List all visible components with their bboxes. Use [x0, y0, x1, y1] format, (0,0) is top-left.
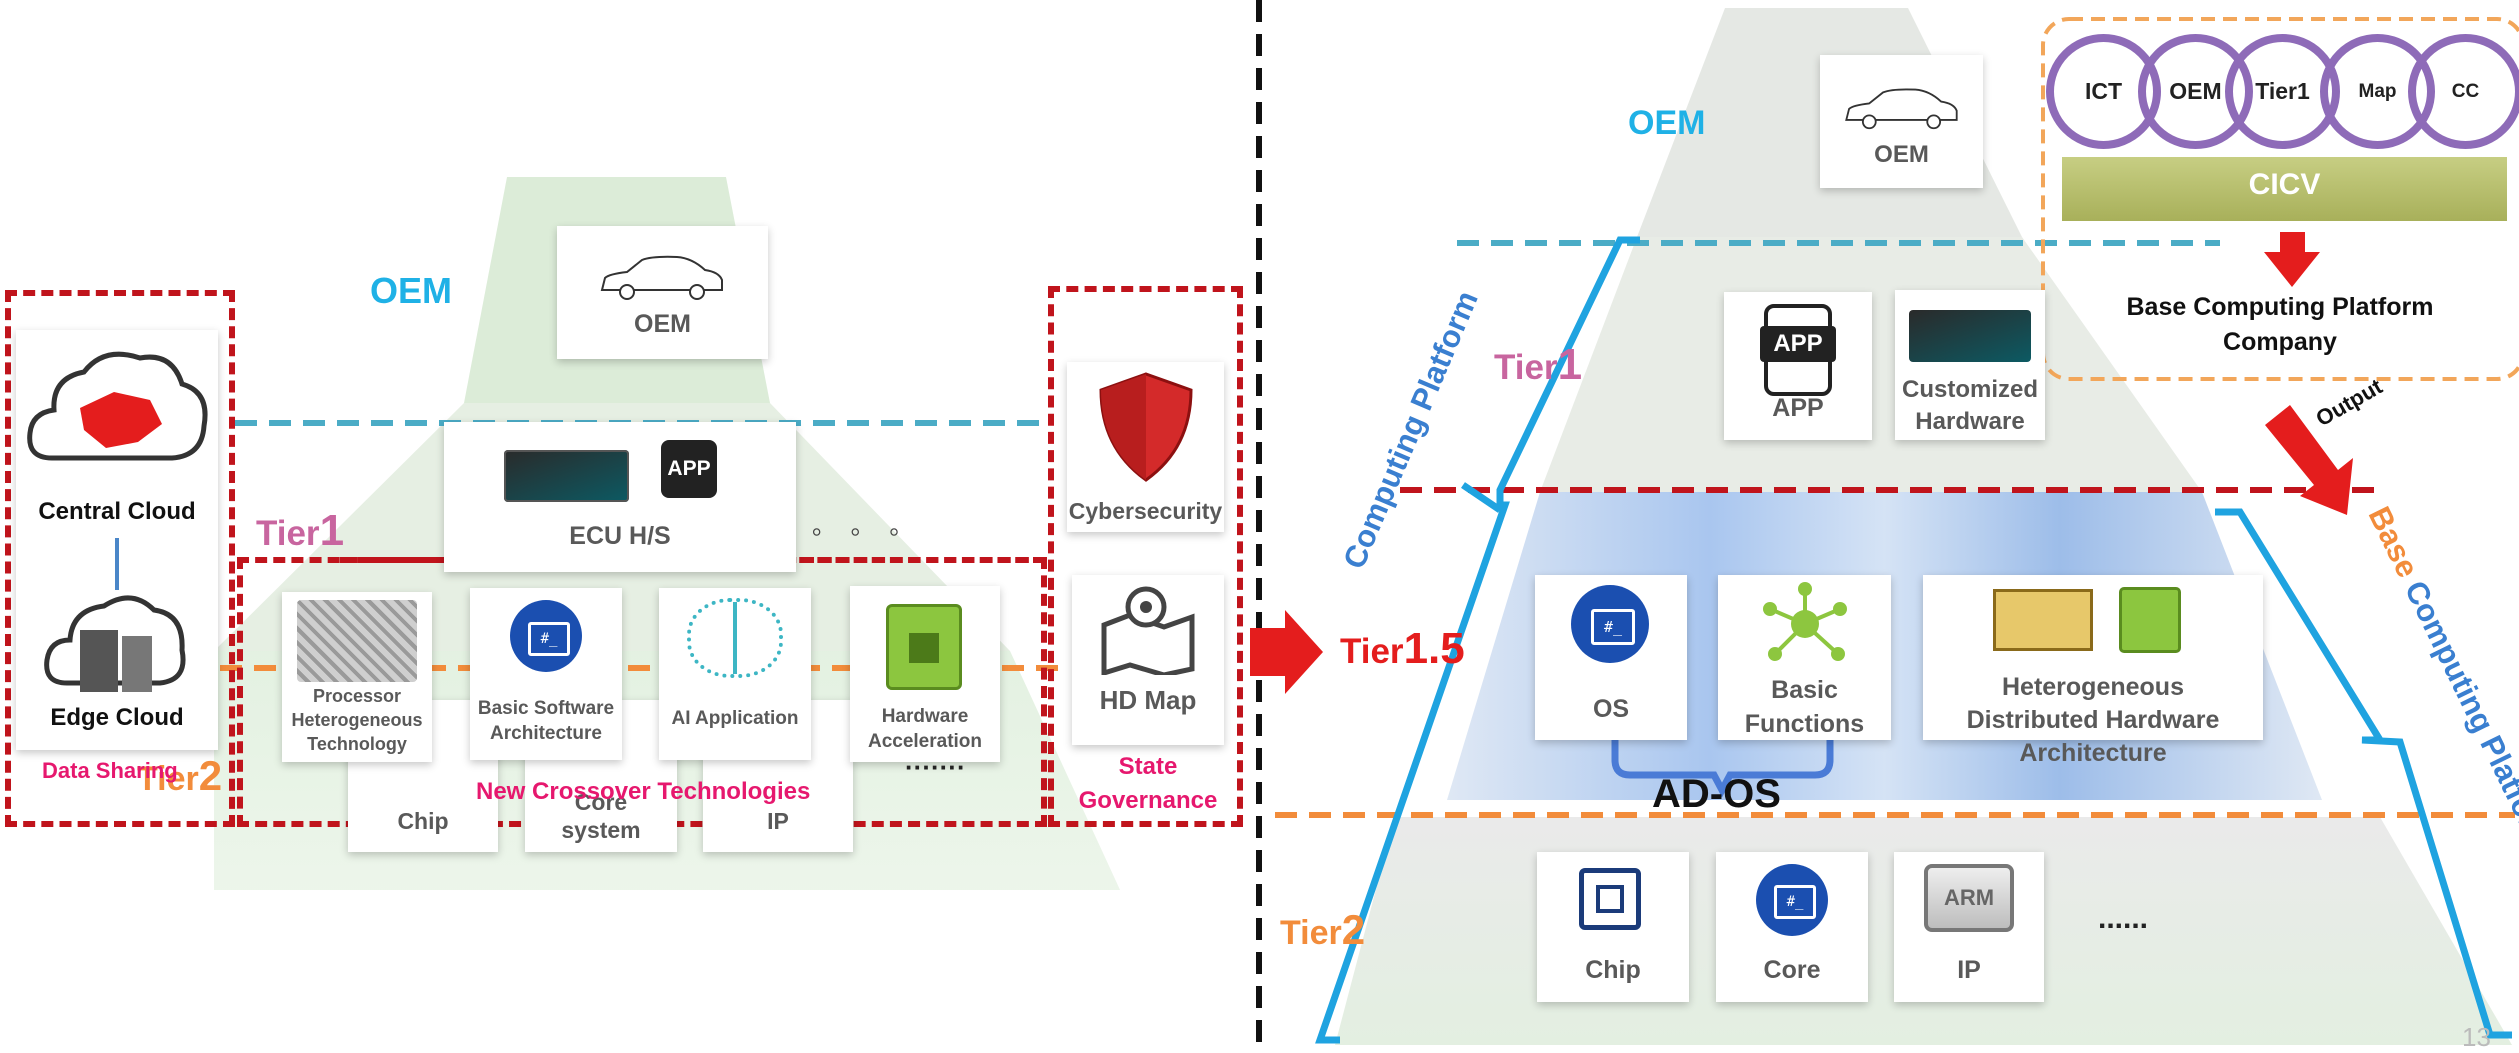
right-app-text: APP: [1772, 394, 1824, 422]
right-core-card: #_ Core: [1716, 852, 1868, 1002]
governance-dash-box: [1048, 286, 1243, 827]
shield-icon: [1099, 372, 1193, 482]
network-icon: [1763, 582, 1847, 661]
basic-software-text: Basic Software Architecture: [477, 698, 615, 744]
hw-accel-text: Hardware Acceleration: [867, 706, 983, 752]
right-tier2-label: Tier2: [1280, 906, 1366, 953]
brain-icon: [687, 598, 783, 678]
left-more-dots: ·······: [905, 752, 966, 782]
cloud-card: Central Cloud Edge Cloud: [16, 330, 218, 750]
right-more-dots: ......: [2098, 902, 2149, 935]
right-oem-card-text: OEM: [1874, 141, 1929, 168]
app-icon: APP: [661, 440, 717, 498]
chip-icon: [1579, 868, 1641, 930]
board-icon: [1909, 310, 2031, 362]
right-app-card: APP APP: [1724, 292, 1872, 440]
hw-accel-card: Hardware Acceleration: [850, 586, 1000, 762]
map-pin-icon: [1101, 586, 1195, 675]
left-core-text: Core system: [561, 789, 641, 843]
ecu-card: APP ECU H/S: [444, 422, 796, 572]
ai-text: AI Application: [671, 708, 799, 729]
basic-functions-card: Basic Functions: [1718, 575, 1891, 740]
right-bracket: [2215, 508, 2512, 1039]
base-company-label: Base Computing Platform Company: [2126, 293, 2434, 356]
heterogeneous-text: Heterogeneous Distributed Hardware Archi…: [1966, 673, 2220, 767]
left-oem-label: OEM: [370, 270, 453, 311]
ad-os-brace: [1611, 740, 1834, 798]
cicv-bar: [2062, 157, 2507, 221]
cicv-arrow: [2264, 232, 2320, 287]
right-ip-text: IP: [1957, 956, 1981, 984]
pcb-icon: [1993, 589, 2093, 651]
ai-card: AI Application: [659, 588, 811, 760]
basic-software-card: #_ Basic Software Architecture: [470, 588, 622, 760]
terminal-icon: [510, 600, 582, 672]
right-tier15-label: Tier1.5: [1340, 624, 1465, 673]
cicv-label: CICV: [2248, 168, 2321, 201]
edge-cloud-text: Edge Cloud: [50, 704, 184, 731]
phone-app-icon: APP: [1760, 304, 1836, 396]
central-cloud-icon: [27, 351, 208, 461]
left-tier1-label: Tier1: [256, 506, 345, 555]
basic-functions-text: Basic Functions: [1744, 676, 1865, 738]
right-core-text: Core: [1763, 956, 1821, 984]
right-tier1-label: Tier1: [1494, 340, 1583, 389]
processor-text: Processor Heterogeneous Technology: [291, 686, 423, 754]
terminal-icon: [1756, 864, 1828, 936]
arm-chip-icon: ARM: [1924, 864, 2014, 932]
cloud-dash-box: [5, 290, 235, 827]
os-card: #_ OS: [1535, 575, 1687, 740]
hd-map-text: HD Map: [1099, 685, 1197, 715]
left-oem-card: OEM: [557, 226, 768, 359]
left-tier2-label: Tier2: [137, 752, 223, 799]
state-governance-label: State Governance: [1078, 753, 1218, 814]
right-chip-card: Chip: [1537, 852, 1689, 1002]
left-ip-text: IP: [767, 808, 789, 834]
sync-arrow: [115, 538, 119, 590]
car-icon: [600, 255, 723, 300]
ecu-card-text: ECU H/S: [569, 522, 671, 550]
edge-cloud-icon: [44, 595, 186, 692]
ecu-board-icon: [504, 450, 629, 502]
right-ip-card: ARM IP: [1894, 852, 2044, 1002]
terminal-icon: [1571, 585, 1649, 663]
left-ellipsis-dots: 。 。 。: [812, 513, 918, 540]
right-oem-card: OEM: [1820, 55, 1983, 188]
data-sharing-label: Data Sharing: [42, 758, 178, 783]
cybersecurity-text: Cybersecurity: [1068, 498, 1223, 524]
chip-board-icon: [2119, 587, 2181, 653]
hd-map-card: HD Map: [1072, 575, 1224, 745]
left-oem-card-text: OEM: [634, 310, 691, 338]
ad-os-label: AD-OS: [1652, 772, 1781, 816]
processor-card: Processor Heterogeneous Technology: [282, 592, 432, 762]
tier15-arrow: [1250, 610, 1323, 694]
customized-hw-text: Customized Hardware: [1901, 376, 2038, 435]
right-oem-label: OEM: [1628, 104, 1706, 142]
output-arrow: [2265, 405, 2353, 515]
left-chip-text: Chip: [397, 808, 449, 834]
circle-cc: CC: [2408, 34, 2519, 149]
chip-board-icon: [886, 604, 962, 690]
car-icon: [1845, 88, 1958, 130]
heterogeneous-card: Heterogeneous Distributed Hardware Archi…: [1923, 575, 2263, 767]
base-company-box: [2041, 17, 2519, 381]
central-cloud-text: Central Cloud: [38, 498, 196, 525]
new-crossover-label: New Crossover Technologies: [476, 778, 811, 805]
cybersecurity-card: Cybersecurity: [1067, 362, 1224, 532]
page-number: 13: [2462, 1022, 2491, 1052]
left-bracket: [1315, 236, 1640, 1044]
os-text: OS: [1592, 695, 1630, 723]
processor-icon: [297, 600, 417, 682]
right-chip-text: Chip: [1585, 956, 1641, 984]
customized-hw-card: Customized Hardware: [1895, 290, 2045, 440]
